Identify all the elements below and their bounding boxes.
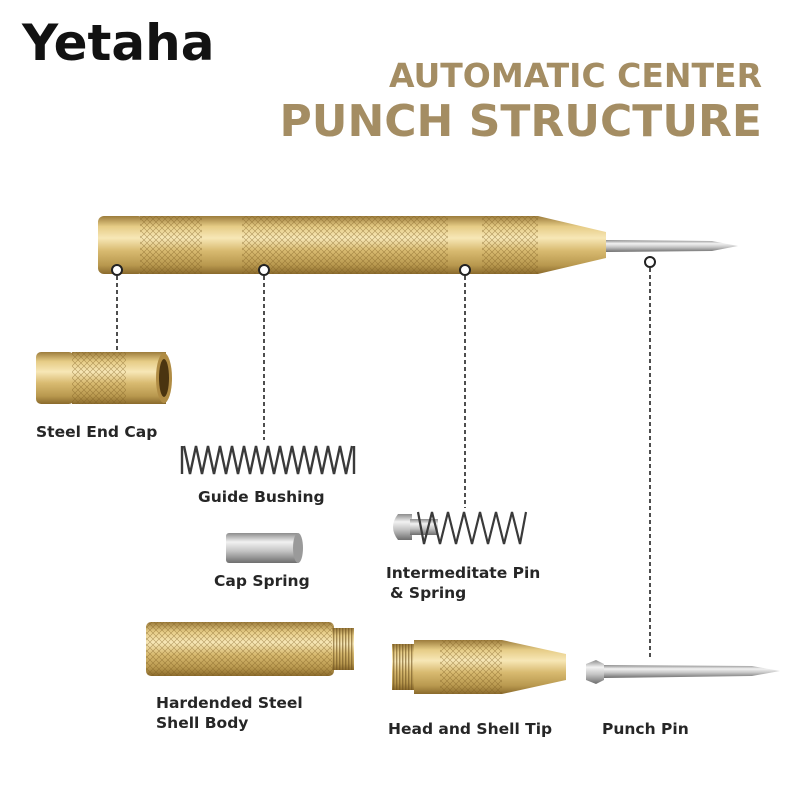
- label-punch-pin: Punch Pin: [602, 719, 689, 739]
- assembled-punch: [98, 216, 738, 274]
- assembled-pin: [606, 240, 738, 252]
- label-guide-bushing: Guide Bushing: [198, 487, 325, 507]
- label-intermediate-pin-line2: & Spring: [390, 583, 466, 603]
- intermediate-pin-spring: [393, 512, 526, 544]
- shell-body-part: [146, 622, 354, 676]
- label-steel-end-cap: Steel End Cap: [36, 422, 157, 442]
- assembled-cap-knurl: [140, 216, 202, 274]
- label-shell-body-line2: Shell Body: [156, 713, 248, 733]
- guide-bushing-spring: [182, 446, 354, 474]
- end-cap-part: [36, 352, 172, 404]
- label-shell-body-line1: Hardended Steel: [156, 693, 303, 713]
- assembled-tip: [538, 216, 606, 274]
- assembled-end-cap: [98, 216, 144, 274]
- label-intermediate-pin-line1: Intermeditate Pin: [386, 563, 540, 583]
- punch-pin-part: [586, 660, 780, 684]
- head-shell-tip-part: [392, 640, 566, 694]
- callout-lines: [117, 268, 650, 660]
- label-head-shell-tip: Head and Shell Tip: [388, 719, 552, 739]
- cap-spring-sleeve: [226, 533, 303, 563]
- label-cap-spring: Cap Spring: [214, 571, 310, 591]
